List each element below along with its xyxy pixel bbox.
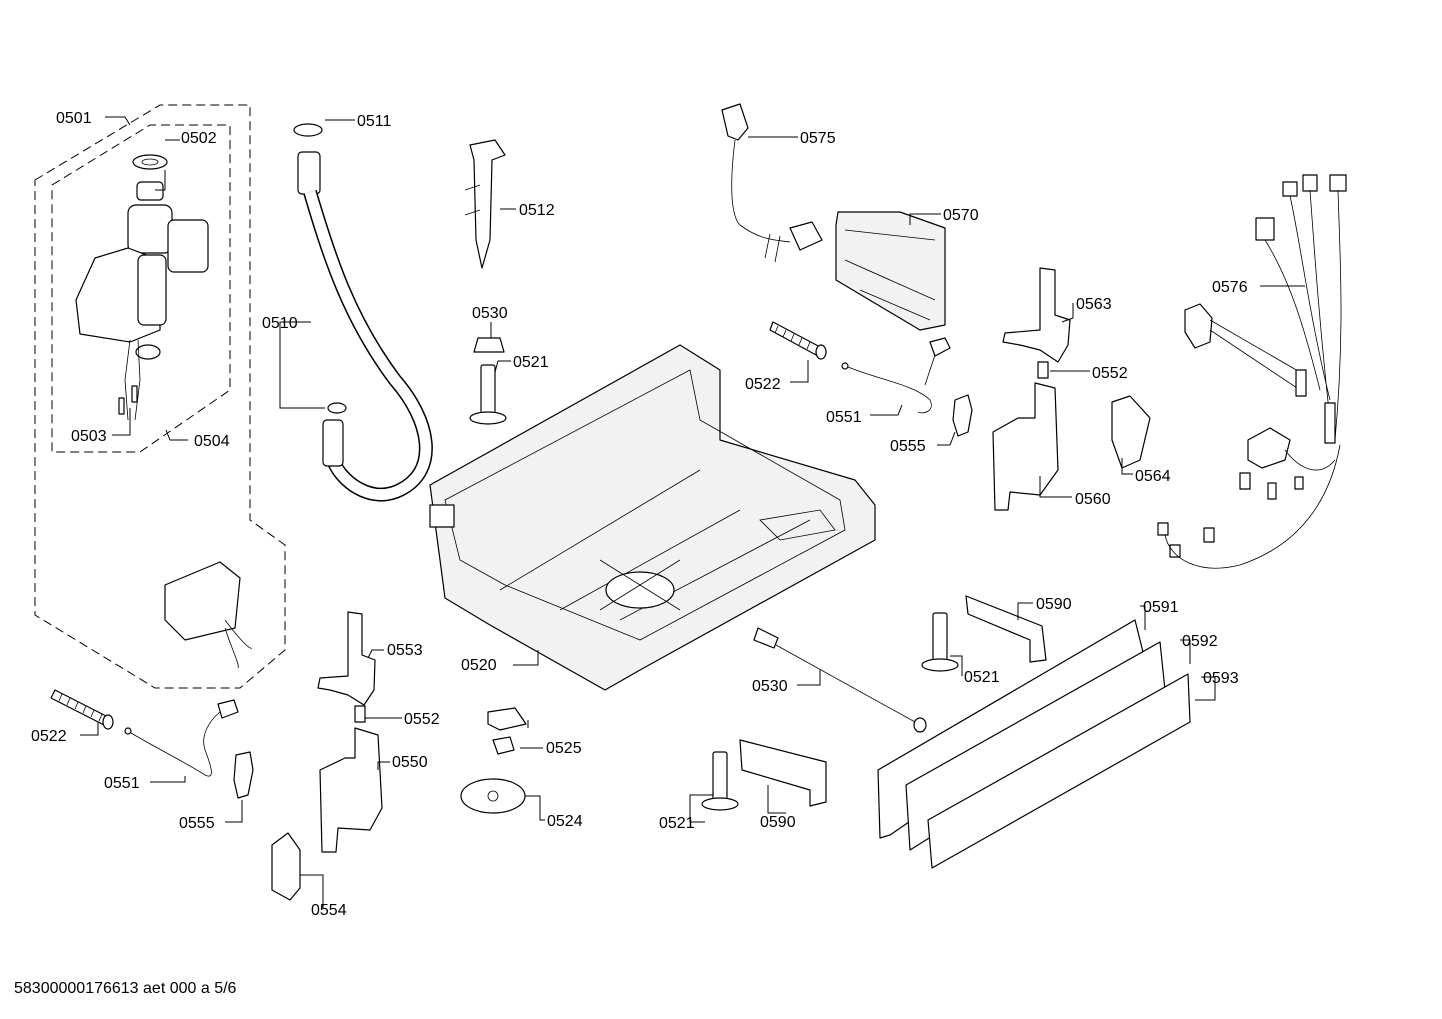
callout-0521-top: 0521	[513, 354, 549, 371]
leader-lines	[80, 116, 1305, 908]
callout-0521-right: 0521	[964, 669, 1000, 686]
callout-0504: 0504	[194, 433, 230, 450]
callout-0550: 0550	[392, 754, 428, 771]
spring-0522-bottom-drawing	[50, 689, 114, 730]
clip-0552-bottom-drawing	[354, 705, 366, 723]
callout-0564: 0564	[1135, 468, 1171, 485]
disc-0524-drawing	[460, 778, 526, 814]
callout-0510: 0510	[262, 315, 298, 332]
callout-0551-bottom: 0551	[104, 775, 140, 792]
callout-0521-bottom: 0521	[659, 815, 695, 832]
callout-0522-bottom: 0522	[31, 728, 67, 745]
callout-0520: 0520	[461, 657, 497, 674]
control-module-drawing	[835, 211, 946, 331]
callout-0530-top: 0530	[472, 305, 508, 322]
callout-0503: 0503	[71, 428, 107, 445]
callout-0524: 0524	[547, 813, 583, 830]
callout-0555-bottom: 0555	[179, 815, 215, 832]
callout-0590-top: 0590	[1036, 596, 1072, 613]
foot-screw-bottom-drawing	[701, 751, 739, 811]
mains-cable-drawing	[721, 103, 823, 263]
assembly-group-0501-outline	[34, 104, 286, 689]
spring-0522-top-drawing	[769, 321, 827, 360]
connector-0525-drawing	[487, 707, 527, 755]
base-tub-drawing	[429, 344, 876, 691]
callout-0591: 0591	[1143, 599, 1179, 616]
hose-0504-drawing	[124, 479, 253, 669]
hinge-bracket-0553-drawing	[317, 611, 376, 706]
clip-0555-top-drawing	[952, 394, 973, 437]
callout-0590-bottom: 0590	[760, 814, 796, 831]
callout-0592: 0592	[1182, 633, 1218, 650]
hinge-bracket-0563-drawing	[1002, 267, 1071, 363]
bracket-0590-top-drawing	[965, 595, 1047, 663]
sensor-cable-bottom-drawing	[124, 699, 239, 777]
sensor-cable-long-drawing	[753, 627, 927, 733]
bracket-0512-drawing	[464, 139, 506, 269]
callout-0575: 0575	[800, 130, 836, 147]
clip-0555-bottom-drawing	[233, 751, 254, 799]
callout-0563: 0563	[1076, 296, 1112, 313]
cable-harness-drawing	[1157, 174, 1347, 569]
callout-0530-bottom: 0530	[752, 678, 788, 695]
callout-0554: 0554	[311, 902, 347, 919]
callout-0555-top: 0555	[890, 438, 926, 455]
callout-0552-top: 0552	[1092, 365, 1128, 382]
drain-hose-drawing	[293, 123, 433, 502]
callout-0551-top: 0551	[826, 409, 862, 426]
callout-0576: 0576	[1212, 279, 1248, 296]
callout-0560: 0560	[1075, 491, 1111, 508]
hinge-plate-0560-drawing	[992, 382, 1059, 511]
callout-0522-top: 0522	[745, 376, 781, 393]
callout-0512: 0512	[519, 202, 555, 219]
plinth-panel-0593-drawing	[927, 673, 1191, 869]
callout-0511: 0511	[357, 113, 392, 130]
callout-0502: 0502	[181, 130, 217, 147]
clip-0552-top-drawing	[1037, 361, 1049, 379]
callout-0553: 0553	[387, 642, 423, 659]
callout-0552-bottom: 0552	[404, 711, 440, 728]
foot-screw-right-drawing	[921, 612, 959, 672]
inlet-valve-drawing	[75, 154, 209, 421]
sensor-cable-top-drawing	[841, 337, 951, 414]
callout-labels: 0501 0502 0503 0504 0511 0510 0512 0530 …	[31, 110, 1248, 919]
foot-screw-top-drawing	[469, 337, 507, 425]
bracket-0590-bottom-drawing	[739, 739, 827, 807]
cover-0564-drawing	[1111, 395, 1151, 469]
document-id-footer: 58300000176613 aet 000 a 5/6	[14, 980, 237, 997]
callout-0501: 0501	[56, 110, 92, 127]
callout-0593: 0593	[1203, 670, 1239, 687]
clip-0554-drawing	[271, 832, 301, 901]
callout-0570: 0570	[943, 207, 979, 224]
callout-0525: 0525	[546, 740, 582, 757]
assembly-group-0504-outline	[51, 124, 231, 453]
hinge-plate-0550-drawing	[319, 727, 383, 853]
